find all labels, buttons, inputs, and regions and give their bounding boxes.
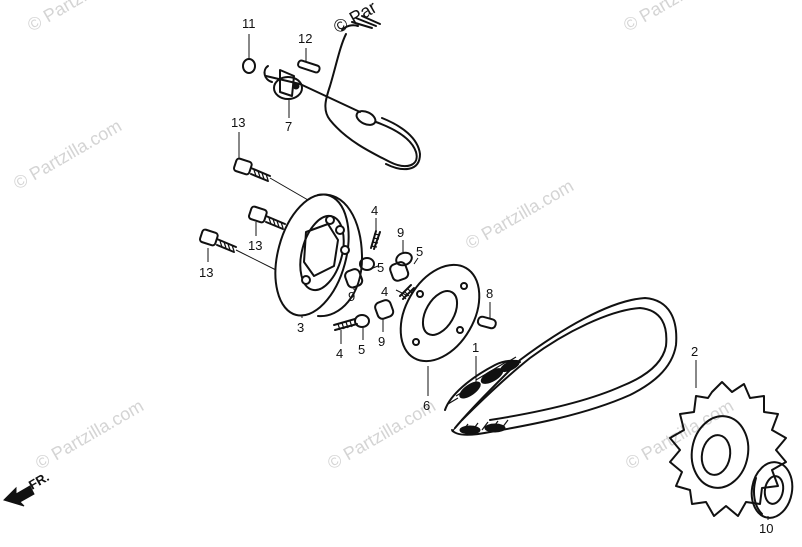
callout-label: 9 (378, 334, 385, 349)
front-direction-indicator: FR. (3, 469, 52, 507)
spring-part-4-middle (399, 284, 415, 300)
callout-label: 10 (759, 521, 773, 536)
callout-label: 12 (298, 31, 312, 46)
bolt-part-13-upper (233, 157, 271, 182)
callout-label: 13 (231, 115, 245, 130)
chain-part-1 (444, 297, 678, 436)
roller-part-9-b (389, 261, 410, 282)
plunger-part-5-b (395, 251, 413, 267)
callout-label: 2 (691, 344, 698, 359)
o-ring-part-11 (242, 58, 256, 74)
callout-label: 8 (486, 286, 493, 301)
plunger-part-5-c (354, 314, 370, 328)
sprocket-part-2 (669, 381, 787, 517)
callout-label: 6 (423, 398, 430, 413)
roller-part-9-a (344, 268, 364, 289)
bolt-part-13-middle (248, 205, 286, 230)
callout-label: 3 (297, 320, 304, 335)
callout-label: 13 (199, 265, 213, 280)
callout-label: 9 (348, 289, 355, 304)
callout-label: 11 (242, 16, 256, 31)
watermark: © Partzilla.com (32, 395, 147, 473)
callout-labels: 11 12 7 13 13 13 3 4 5 9 5 9 4 9 5 4 6 8… (199, 16, 773, 536)
callout-label: 4 (336, 346, 343, 361)
plunger-part-5-a (359, 257, 375, 271)
callout-label: 5 (358, 342, 365, 357)
spring-part-4-lower (333, 318, 358, 331)
cable-assembly-part-7 (263, 15, 421, 171)
dowel-pin-part-8 (476, 315, 497, 330)
callout-label: 9 (397, 225, 404, 240)
watermark: © Partzilla.com (324, 395, 439, 473)
side-plate-part-6 (399, 263, 481, 363)
callout-label: 5 (377, 260, 384, 275)
watermark: © Partzilla.com (462, 175, 577, 253)
spring-part-4-top (370, 230, 381, 250)
callout-label: 13 (248, 238, 262, 253)
callout-label: 7 (285, 119, 292, 134)
watermark: © Partzilla.com (620, 0, 735, 35)
callout-label: 1 (472, 340, 479, 355)
watermark: © Partzilla.com (24, 0, 139, 35)
roller-part-9-c (374, 299, 395, 320)
watermark-fragment: © Par (330, 0, 380, 37)
callout-label: 4 (381, 284, 388, 299)
watermark: © Partzilla.com (10, 115, 125, 193)
bolt-part-13-lower (199, 228, 237, 253)
leader-lines (207, 34, 769, 520)
callout-label: 5 (416, 244, 423, 259)
clutch-outer-part-3 (274, 193, 363, 318)
callout-label: 4 (371, 203, 378, 218)
collar-part-10 (750, 461, 794, 519)
pin-part-12 (297, 59, 321, 74)
